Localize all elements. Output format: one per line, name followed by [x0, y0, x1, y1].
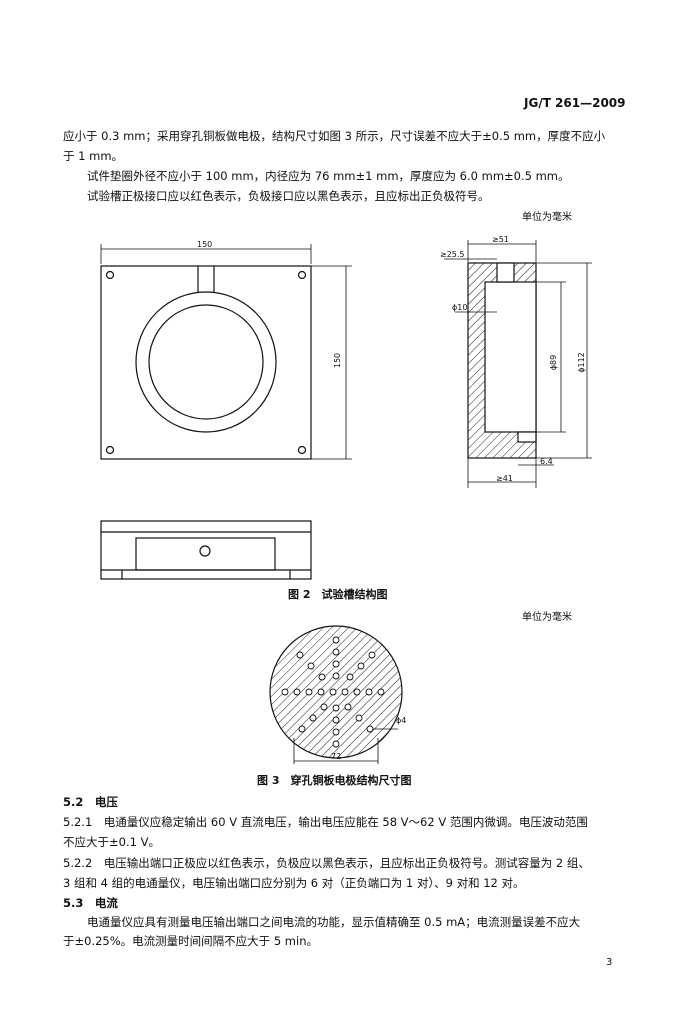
section-5-2-title: 5.2 电压	[63, 795, 118, 809]
intro-line-2: 于 1 mm。	[63, 149, 124, 163]
fig2-top-view	[100, 265, 312, 460]
intro-line-3: 试件垫圈外径不应小于 100 mm，内径应为 76 mm±1 mm，厚度应为 6…	[87, 169, 570, 183]
dim-phi4: ϕ4	[396, 716, 407, 725]
intro-line-1: 应小于 0.3 mm；采用穿孔铜板做电极，结构尺寸如图 3 所示，尺寸误差不应大…	[63, 129, 606, 143]
dim-height-150: 150	[333, 352, 343, 369]
dim-phi112: ϕ112	[576, 352, 586, 373]
section-5-3-line-2: 于±0.25%。电流测量时间间隔不应大于 5 min。	[63, 934, 318, 948]
unit-label-fig3: 单位为毫米	[522, 612, 572, 623]
section-5-2-1-line-2: 不应大于±0.1 V。	[63, 835, 160, 849]
page-number: 3	[606, 957, 613, 968]
section-5-2-2-line-1: 5.2.2 电压输出端口正极应以红色表示，负极应以黑色表示，且应标出正负极符号。…	[63, 856, 590, 870]
figure-3-caption: 图 3 穿孔铜板电极结构尺寸图	[257, 774, 412, 787]
dim-phi10: ϕ10	[452, 303, 468, 312]
section-5-2-1-line-1: 5.2.1 电通量仪应稳定输出 60 V 直流电压，输出电压应能在 58 V～6…	[63, 815, 588, 829]
standard-code: JG/T 261—2009	[524, 96, 626, 110]
section-5-3-title: 5.3 电流	[63, 896, 118, 910]
fig2-front-view	[100, 520, 312, 580]
figure-2-caption: 图 2 试验槽结构图	[288, 588, 388, 601]
dim-6-4: 6.4	[540, 457, 553, 466]
fig2-section-view	[467, 262, 537, 459]
dim-phi89: ϕ89	[549, 354, 559, 371]
intro-line-4: 试验槽正极接口应以红色表示，负极接口应以黑色表示，且应标出正负极符号。	[87, 189, 490, 203]
dim-width-150: 150	[197, 240, 213, 249]
dim-ge25-5: ≥25.5	[440, 250, 465, 259]
dim-ge41: ≥41	[496, 474, 513, 483]
unit-label-fig2: 单位为毫米	[522, 212, 572, 223]
fig3-holes	[281, 636, 385, 748]
dim-72: 72	[331, 752, 342, 761]
section-5-3-line-1: 电通量仪应具有测量电压输出端口之间电流的功能，显示值精确至 0.5 mA；电流测…	[87, 915, 581, 929]
section-5-2-2-line-2: 3 组和 4 组的电通量仪，电压输出端口应分别为 6 对（正负端口为 1 对）、…	[63, 876, 525, 890]
dim-ge51: ≥51	[492, 235, 509, 244]
